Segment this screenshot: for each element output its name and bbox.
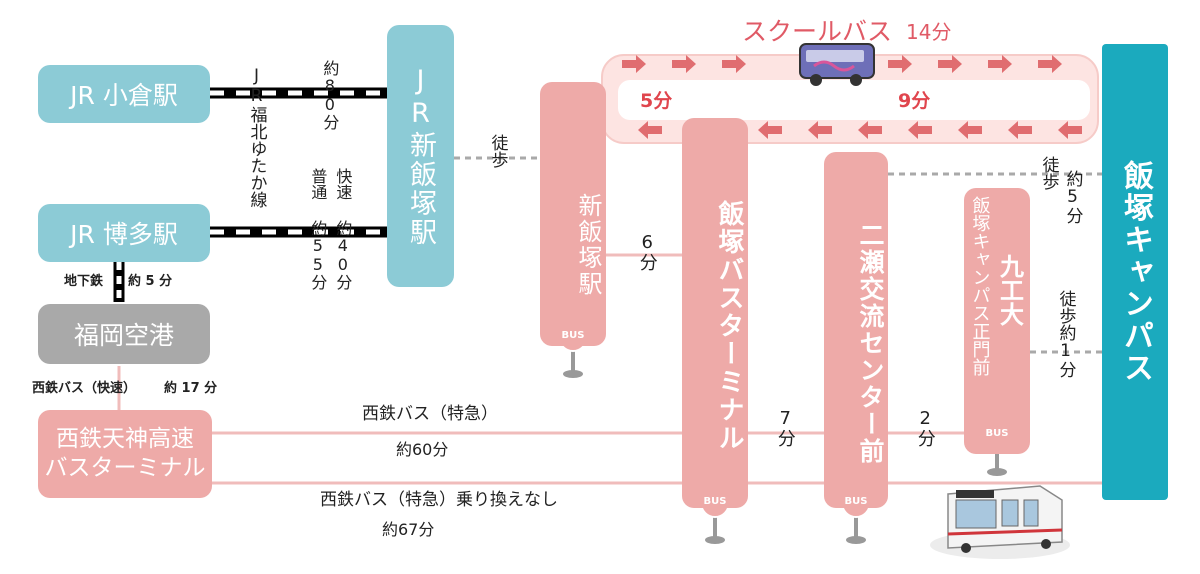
- station-nishitetsu-tenjin: 西鉄天神高速 バスターミナル: [38, 410, 212, 498]
- bus-stop-text: BUS: [985, 428, 1009, 439]
- bus-6min-label: 6分: [636, 232, 658, 271]
- bus-stop-text: BUS: [703, 496, 727, 507]
- nishitetsu-bus-illustration: [930, 485, 1070, 559]
- loop-arrows-left: [638, 121, 1082, 139]
- loop-9min-label: 9分: [898, 90, 931, 112]
- station-fukuoka-airport: 福岡空港: [38, 304, 210, 364]
- school-bus-label: スクールバス: [742, 17, 893, 46]
- station-iizuka-bus-terminal: 飯塚バスターミナル: [682, 118, 748, 508]
- local-label: 普通: [308, 168, 328, 200]
- nise-center-label: 二瀬交流センター前: [856, 221, 885, 465]
- school-bus-time-label: 14分: [906, 20, 952, 44]
- loop-5min-label: 5分: [640, 90, 673, 112]
- shin-iizuka-bus-label: 新飯塚駅: [574, 193, 602, 297]
- station-shin-iizuka-bus: 新飯塚駅: [540, 82, 606, 346]
- express1-time-label: 約60分: [396, 440, 449, 459]
- walk-campus-label: 徒歩: [1038, 156, 1059, 190]
- school-bus-loop-inner: [618, 80, 1090, 120]
- kokura-time-label: 約80分: [320, 60, 340, 130]
- walk-jr-label: 徒歩: [487, 134, 508, 168]
- subway-time-label: 約 5 分: [128, 274, 173, 289]
- tenjin-line2: バスターミナル: [44, 455, 206, 481]
- express2-time-label: 約67分: [382, 520, 435, 539]
- bus-7min-label: 7分: [774, 408, 796, 447]
- bus-stop-text: BUS: [561, 330, 585, 341]
- walk-kyutech-label: 徒歩約1分: [1055, 290, 1076, 378]
- bus-stop-text: BUS: [844, 496, 868, 507]
- walk-campus-time-label: 約5分: [1062, 170, 1083, 224]
- express2-label: 西鉄バス（特急）乗り換えなし: [320, 490, 558, 510]
- rapid-label: 快速: [333, 168, 353, 200]
- station-jr-hakata: JR 博多駅: [38, 204, 210, 262]
- subway-label: 地下鉄: [64, 274, 104, 289]
- kyutech-label-col2: 九工大: [995, 254, 1024, 326]
- station-nise-center: 二瀬交流センター前: [824, 152, 888, 508]
- express1-label: 西鉄バス（特急）: [362, 404, 498, 424]
- station-kyutech-main-gate: 飯塚キャンパス正門前 九工大: [964, 188, 1030, 454]
- station-jr-kokura: JR 小倉駅: [38, 65, 210, 123]
- local-time-label: 約55分: [308, 220, 328, 290]
- iizuka-campus: 飯塚キャンパス: [1102, 44, 1168, 500]
- airport-bus-time-label: 約 17 分: [164, 381, 218, 396]
- tenjin-line1: 西鉄天神高速: [56, 426, 194, 453]
- bus-2min-label: 2分: [914, 408, 936, 447]
- rapid-time-label: 約40分: [333, 220, 353, 290]
- loop-arrows-right: [622, 55, 1062, 73]
- school-bus-icon: [799, 43, 875, 86]
- station-jr-shin-iizuka: JR新飯塚駅: [387, 25, 454, 287]
- kyutech-label-col1: 飯塚キャンパス正門前: [969, 196, 991, 376]
- iizuka-bus-terminal-label: 飯塚バスターミナル: [714, 200, 744, 452]
- jr-line-label: JR福北ゆたか線: [246, 66, 267, 208]
- airport-bus-label: 西鉄バス（快速）: [32, 381, 137, 396]
